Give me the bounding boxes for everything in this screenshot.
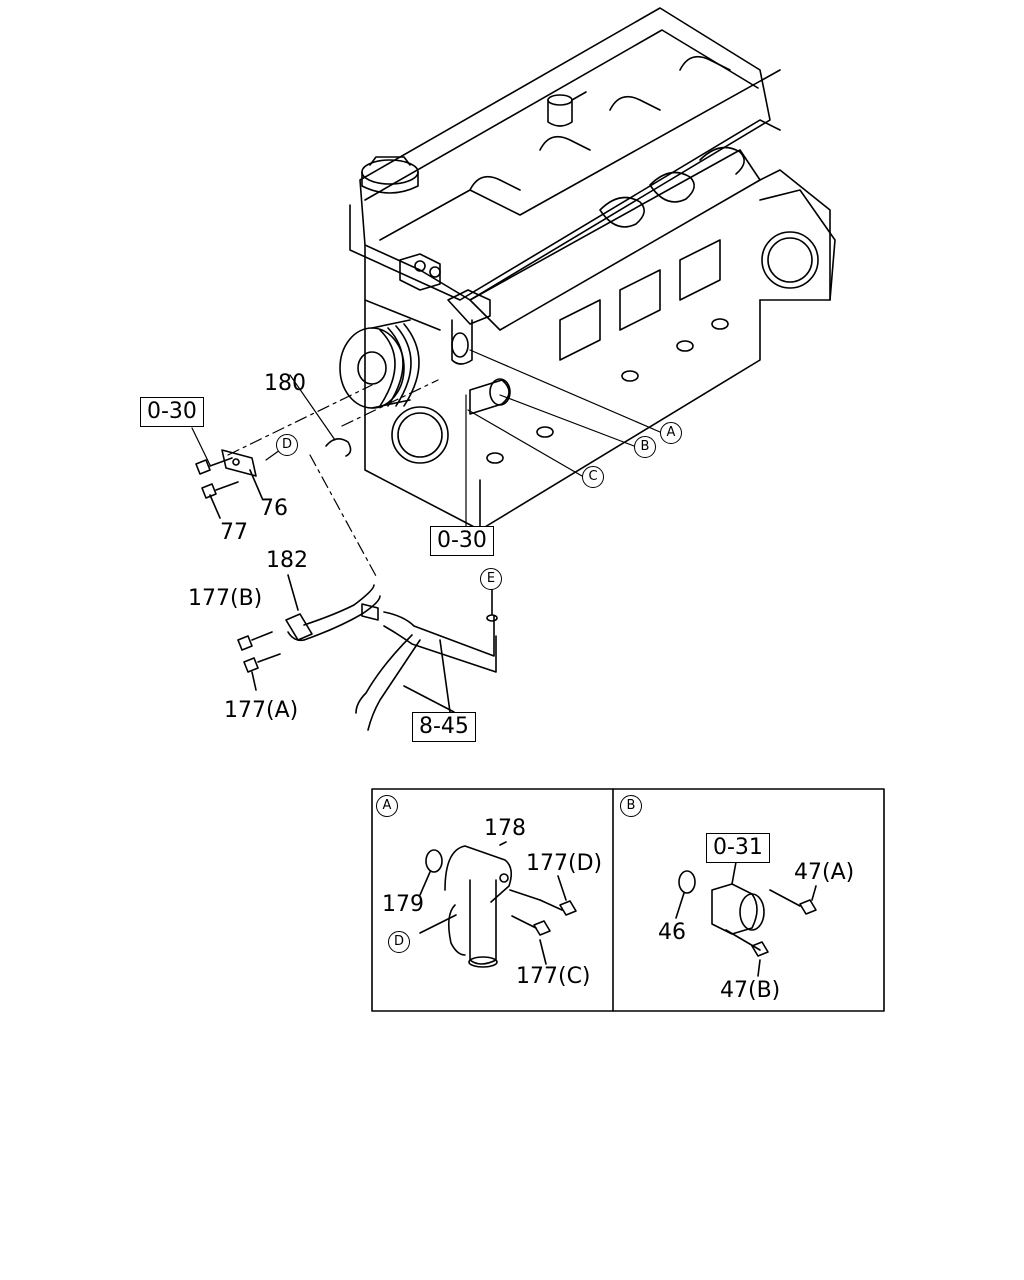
part-label-46: 46 xyxy=(658,920,686,945)
inset-a-parts xyxy=(419,841,577,968)
part-label-177a: 177(A) xyxy=(224,698,299,723)
part-label-178: 178 xyxy=(484,816,526,841)
part-label-180: 180 xyxy=(264,371,306,396)
part-label-177b: 177(B) xyxy=(188,586,263,611)
left-small-parts xyxy=(195,438,352,519)
ref-box-8-45: 8-45 xyxy=(412,712,476,742)
engine-block xyxy=(339,7,836,531)
callout-e: E xyxy=(480,568,502,590)
part-label-47b: 47(B) xyxy=(720,978,781,1003)
part-label-77: 77 xyxy=(220,520,248,545)
ref-box-0-30-left: 0-30 xyxy=(140,397,204,427)
ref-box-0-31: 0-31 xyxy=(706,833,770,863)
callout-a: A xyxy=(660,422,682,444)
inset-a-callout: A xyxy=(376,795,398,817)
callout-d: D xyxy=(276,434,298,456)
callout-c: C xyxy=(582,466,604,488)
water-pipe-assembly xyxy=(237,574,498,731)
inset-d-callout: D xyxy=(388,931,410,953)
inset-frames xyxy=(371,788,885,1012)
part-label-182: 182 xyxy=(266,548,308,573)
inset-b-parts xyxy=(675,861,817,977)
inset-b-callout: B xyxy=(620,795,642,817)
part-label-177c: 177(C) xyxy=(516,964,591,989)
part-label-177d: 177(D) xyxy=(526,851,603,876)
part-label-47a: 47(A) xyxy=(794,860,855,885)
part-label-76: 76 xyxy=(260,496,288,521)
callout-b: B xyxy=(634,436,656,458)
leader-lines xyxy=(191,349,661,577)
part-label-179: 179 xyxy=(382,892,424,917)
ref-box-0-30-center: 0-30 xyxy=(430,526,494,556)
